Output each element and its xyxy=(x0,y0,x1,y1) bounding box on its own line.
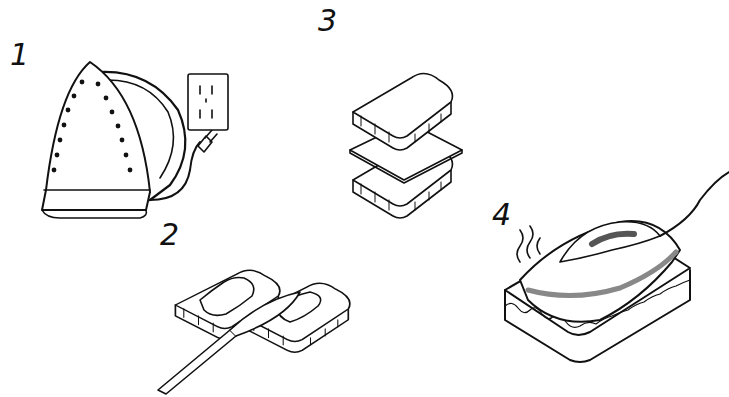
buttering-bread-drawing xyxy=(158,270,350,394)
iron-on-sandwich-drawing xyxy=(505,172,729,362)
iron-plug-drawing xyxy=(42,62,228,218)
step-number: 1 xyxy=(10,40,29,70)
step-number: 2 xyxy=(160,220,179,250)
bread-cheese-stack-drawing xyxy=(350,73,462,218)
step-number: 4 xyxy=(492,200,511,230)
step-number: 3 xyxy=(318,6,337,36)
